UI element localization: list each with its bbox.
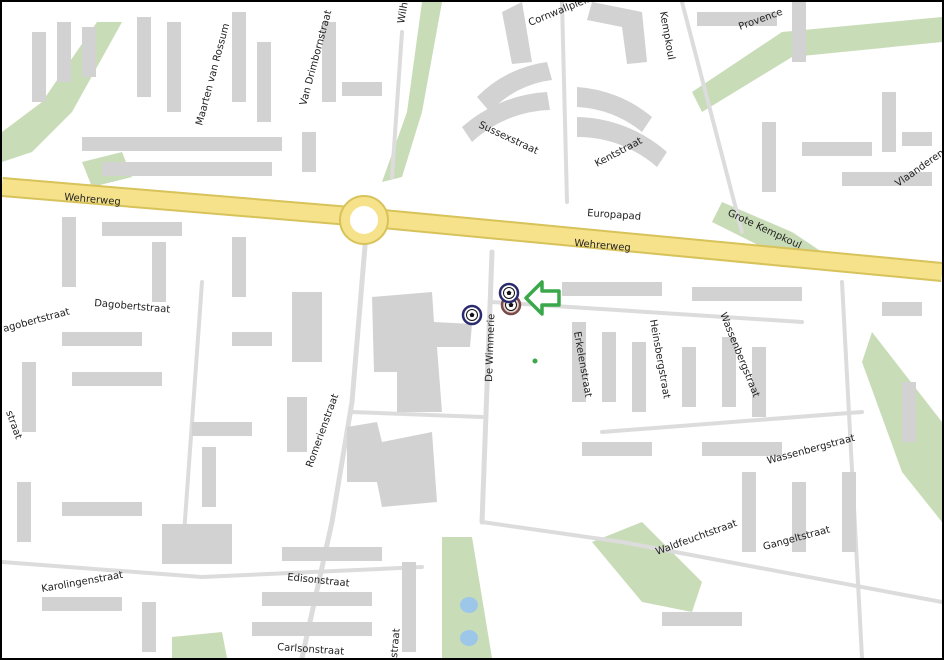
label-europapad: Europapad [587,208,642,223]
main-road-wehrerweg [2,177,942,282]
label-kempkoul: Kempkoul [657,11,676,61]
label-straat-west: straat [3,409,23,440]
label-carlsonstraat: Carlsonstraat [277,642,345,658]
arrow-left-icon [524,280,561,316]
label-karolingenstraat: Karolingenstraat [41,570,124,595]
label-maarten-van-rossum: Maarten van Rossum [194,22,232,127]
label-waldfeuchtstraat: Waldfeuchtstraat [654,518,738,558]
label-romerienstraat: Romerienstraat [304,393,341,469]
label-straat-bottom: straat [389,628,403,658]
football-marker-a[interactable] [461,304,483,326]
label-de-wimmerie: De Wimmerie [484,314,497,382]
label-dagobertstraat-west: agobertstraat [2,307,71,335]
label-heinsbergstraat: Heinsbergstraat [647,319,672,400]
football-icon [503,287,515,299]
ponds [460,597,478,646]
football-marker-b[interactable] [498,282,520,304]
location-dot [532,358,538,364]
label-sussexstraat: Sussexstraat [477,120,540,157]
label-provence: Provence [737,7,784,33]
buildings [17,2,932,652]
label-cornwallplein: Cornwallplein [527,2,594,29]
football-icon [466,309,478,321]
label-wilh: Wilh [396,2,411,25]
label-wehrerweg-east: Wehrerweg [574,238,631,254]
label-wehrerweg-west: Wehrerweg [64,192,121,208]
